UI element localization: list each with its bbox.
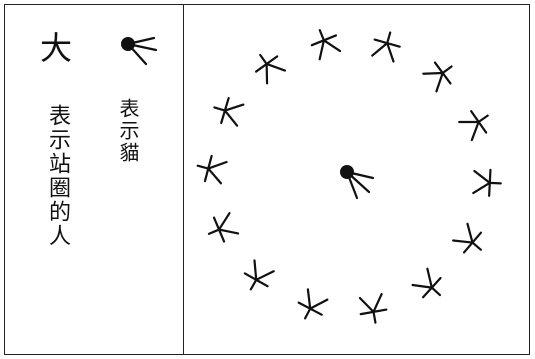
person-legend-label: 表示站圈的人 (46, 86, 70, 266)
person-icon (358, 294, 388, 325)
legend-divider (183, 4, 184, 355)
legend-cat-icon (110, 30, 166, 70)
cat-legend-label: 表示貓 (116, 86, 140, 176)
person-icon (211, 95, 244, 128)
person-icon (473, 169, 501, 196)
person-icon (458, 105, 495, 142)
person-icon (370, 29, 402, 62)
person-icon (411, 267, 448, 304)
person-icon (194, 153, 227, 185)
circle-diagram (185, 6, 528, 353)
person-icon (294, 288, 330, 324)
person-icon (452, 222, 489, 259)
person-icon (250, 47, 287, 84)
person-icon (240, 259, 276, 295)
person-icon (308, 25, 342, 60)
legend-person-symbol: 大 (40, 32, 72, 64)
cat-icon (340, 165, 373, 198)
person-icon (422, 56, 459, 93)
person-icon (204, 211, 239, 245)
